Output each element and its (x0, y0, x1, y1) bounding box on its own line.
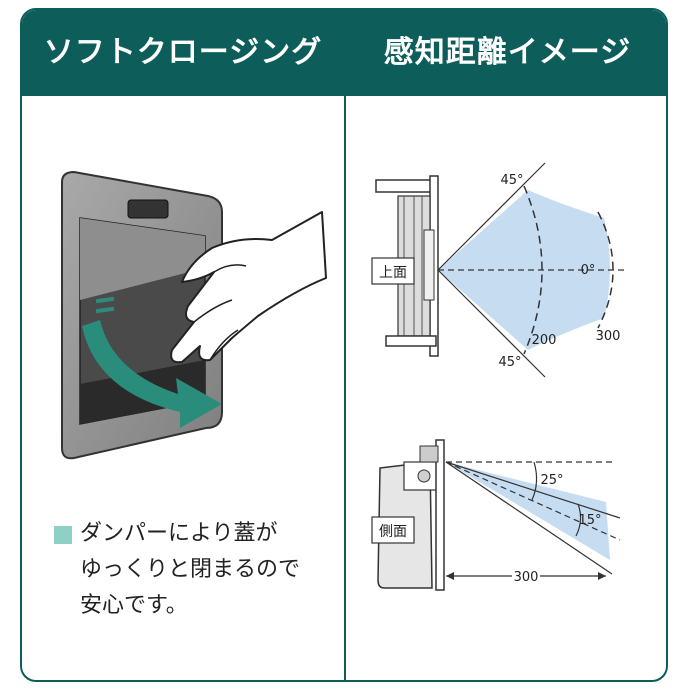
description-text: ダンパーにより蓋が ゆっくりと閉まるので 安心です。 (80, 516, 340, 624)
column-divider (344, 10, 346, 680)
top-view-label: 上面 (379, 265, 407, 281)
bullet-square-icon (54, 526, 72, 544)
soft-closing-title: ソフトクロージング (43, 35, 323, 70)
detection-range-title: 感知距離イメージ (383, 35, 632, 70)
side-view-label: 側面 (379, 524, 407, 540)
toilet-lid-illustration (61, 170, 223, 460)
top-view-label-box (371, 257, 415, 285)
top-angle-label: 45° (500, 173, 523, 188)
side-view-label-box (371, 516, 415, 544)
hand-illustration (170, 211, 327, 364)
top-view-diagram: 上面 45° 45° 0° 200 300 (371, 162, 626, 378)
closing-arrow-icon (82, 296, 222, 428)
side-distance-label: 300 (514, 570, 539, 585)
upper-angle-label: 25° (540, 473, 563, 488)
lower-angle-label: 15° (578, 513, 601, 528)
outer-distance-label: 300 (596, 329, 621, 344)
info-card: ソフトクロージング 感知距離イメージ ダンパーにより蓋が ゆっくりと閉まるので … (20, 8, 668, 682)
inner-distance-label: 200 (532, 333, 557, 348)
description-line-1: ダンパーにより蓋が (80, 521, 278, 546)
center-angle-label: 0° (581, 263, 596, 278)
description-line-3: 安心です。 (80, 593, 188, 618)
side-view-diagram: 側面 25° 15° 300 (371, 439, 621, 591)
description-line-2: ゆっくりと閉まるので (80, 557, 301, 582)
bottom-angle-label: 45° (498, 355, 521, 370)
